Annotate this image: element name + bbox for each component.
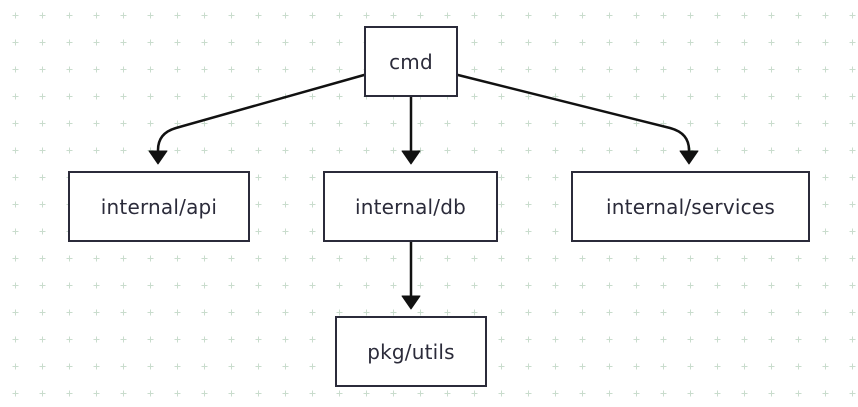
node-internal-db-label: internal/db xyxy=(354,194,467,219)
node-pkg-utils-label: pkg/utils xyxy=(367,339,455,364)
node-internal-services-label: internal/services xyxy=(606,194,775,219)
node-internal-db[interactable]: internal/db xyxy=(323,171,498,242)
edge-cmd-to-internal-services xyxy=(456,73,691,154)
node-internal-api-label: internal/api xyxy=(100,194,218,219)
node-cmd-label: cmd xyxy=(389,49,433,74)
arrowhead-internal-api xyxy=(148,150,168,165)
arrowhead-pkg-utils xyxy=(401,295,421,310)
node-pkg-utils[interactable]: pkg/utils xyxy=(335,316,487,387)
node-internal-api[interactable]: internal/api xyxy=(68,171,250,242)
arrowhead-internal-db xyxy=(401,150,421,165)
arrowhead-internal-services xyxy=(679,150,699,165)
node-internal-services[interactable]: internal/services xyxy=(571,171,810,242)
edge-cmd-to-internal-api xyxy=(156,73,366,154)
node-cmd[interactable]: cmd xyxy=(364,26,458,97)
